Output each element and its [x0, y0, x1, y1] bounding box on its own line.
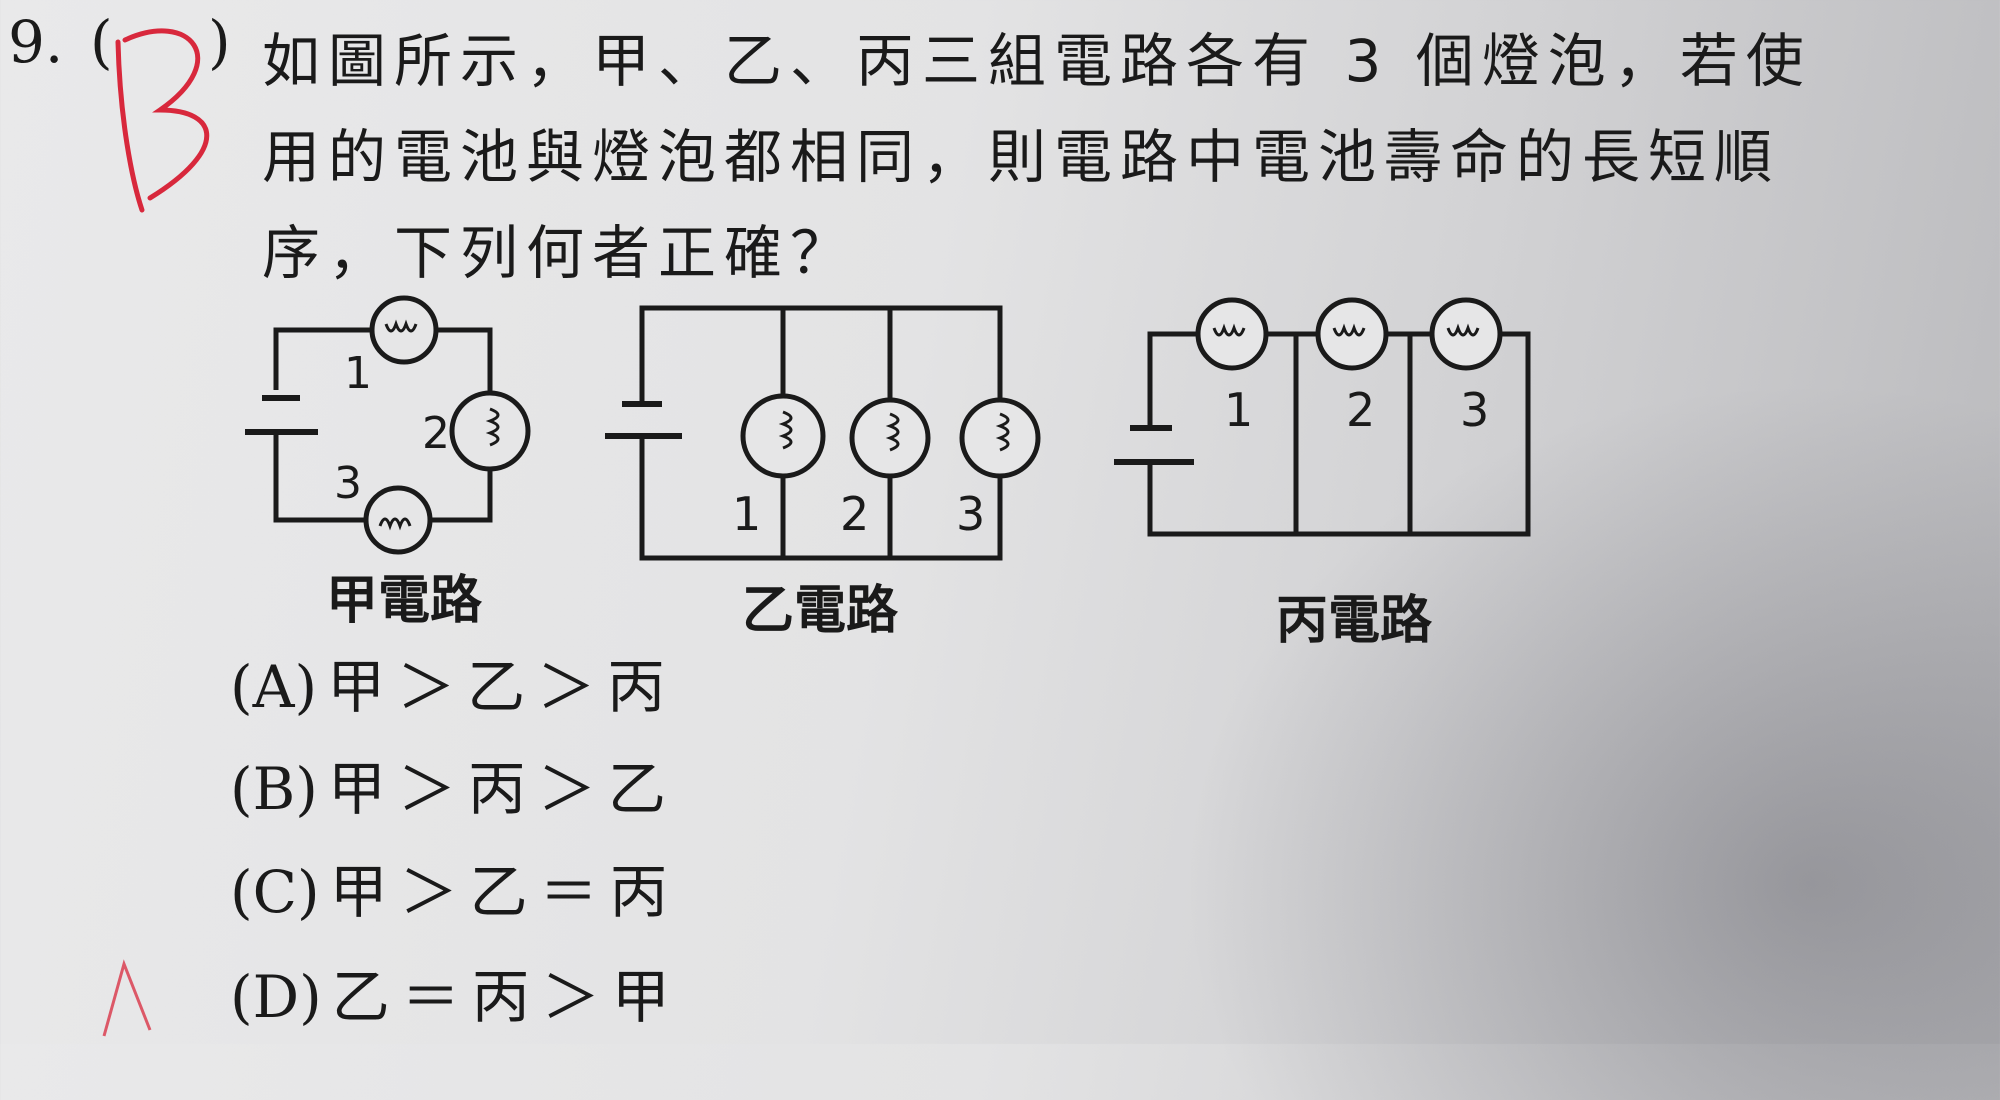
- question-number: 9.: [8, 8, 64, 76]
- jia-wire-top: [273, 327, 372, 390]
- option-a-letter: (A): [230, 653, 318, 721]
- jia-bulb-1: [369, 295, 439, 365]
- option-c-letter: (C): [230, 858, 320, 926]
- yi-bulb-label-1: 1: [732, 487, 761, 541]
- handwritten-scribble: [102, 959, 152, 1037]
- jia-bulb-label-1: 1: [344, 348, 372, 399]
- circuit-yi: [605, 305, 1041, 561]
- question-text-line-3: 序，下列何者正確？: [262, 219, 857, 287]
- jia-bulb-2: [449, 390, 531, 472]
- yi-bulb-label-2: 2: [840, 487, 869, 541]
- yi-bulb-3: [959, 397, 1041, 479]
- yi-bulb-2: [849, 397, 931, 479]
- option-d-letter: (D): [230, 963, 322, 1031]
- jia-bulb-3: [363, 485, 433, 555]
- bing-bulb-3: [1429, 297, 1503, 371]
- circuit-jia: [245, 295, 531, 555]
- bing-bulb-label-1: 1: [1224, 383, 1253, 437]
- answer-paren-open: (: [90, 8, 113, 76]
- bing-caption: 丙電路: [1276, 591, 1433, 651]
- jia-wire-right-lower: [430, 470, 493, 523]
- yi-wire-frame: [639, 305, 1003, 404]
- option-c-text: 甲＞乙＝丙: [329, 858, 680, 926]
- circuit-bing: [1114, 297, 1531, 537]
- jia-wire-bottom-left: [273, 432, 366, 523]
- jia-wire-top-right: [436, 327, 493, 392]
- jia-caption: 甲電路: [326, 571, 483, 631]
- jia-bulb-label-2: 2: [422, 408, 450, 459]
- yi-caption: 乙電路: [742, 581, 899, 641]
- bing-wire-left-bottom: [1147, 331, 1531, 537]
- question-text-line-2: 用的電池與燈泡都相同，則電路中電池壽命的長短順: [262, 123, 1781, 191]
- option-d: (D)乙＝丙＞甲: [230, 950, 682, 1034]
- bing-bulb-1: [1195, 297, 1269, 371]
- answer-paren-close: ): [208, 8, 231, 76]
- option-b: (B)甲＞丙＞乙: [230, 742, 678, 826]
- option-c: (C)甲＞乙＝丙: [230, 845, 680, 929]
- yi-bulb-label-3: 3: [956, 487, 985, 541]
- option-d-text: 乙＝丙＞甲: [331, 963, 682, 1031]
- question-text-line-1: 如圖所示，甲、乙、丙三組電路各有 3 個燈泡，若使: [262, 27, 1812, 95]
- option-a-text: 甲＞乙＞丙: [327, 653, 678, 721]
- bing-wire-left-top: [1147, 331, 1200, 428]
- yi-wire-bottom: [639, 436, 1003, 561]
- handwritten-answer-mark: [115, 28, 210, 213]
- bing-bulb-label-2: 2: [1346, 383, 1375, 437]
- option-b-letter: (B): [230, 755, 318, 823]
- jia-bulb-label-3: 3: [334, 458, 362, 509]
- figure-area: 1 2 3 甲電路 1 2 3 乙電路: [102, 28, 1531, 1037]
- option-b-text: 甲＞丙＞乙: [327, 755, 678, 823]
- yi-bulb-1: [740, 393, 826, 479]
- option-a: (A)甲＞乙＞丙: [230, 640, 677, 724]
- bing-bulb-label-3: 3: [1460, 383, 1489, 437]
- bing-bulb-2: [1315, 297, 1389, 371]
